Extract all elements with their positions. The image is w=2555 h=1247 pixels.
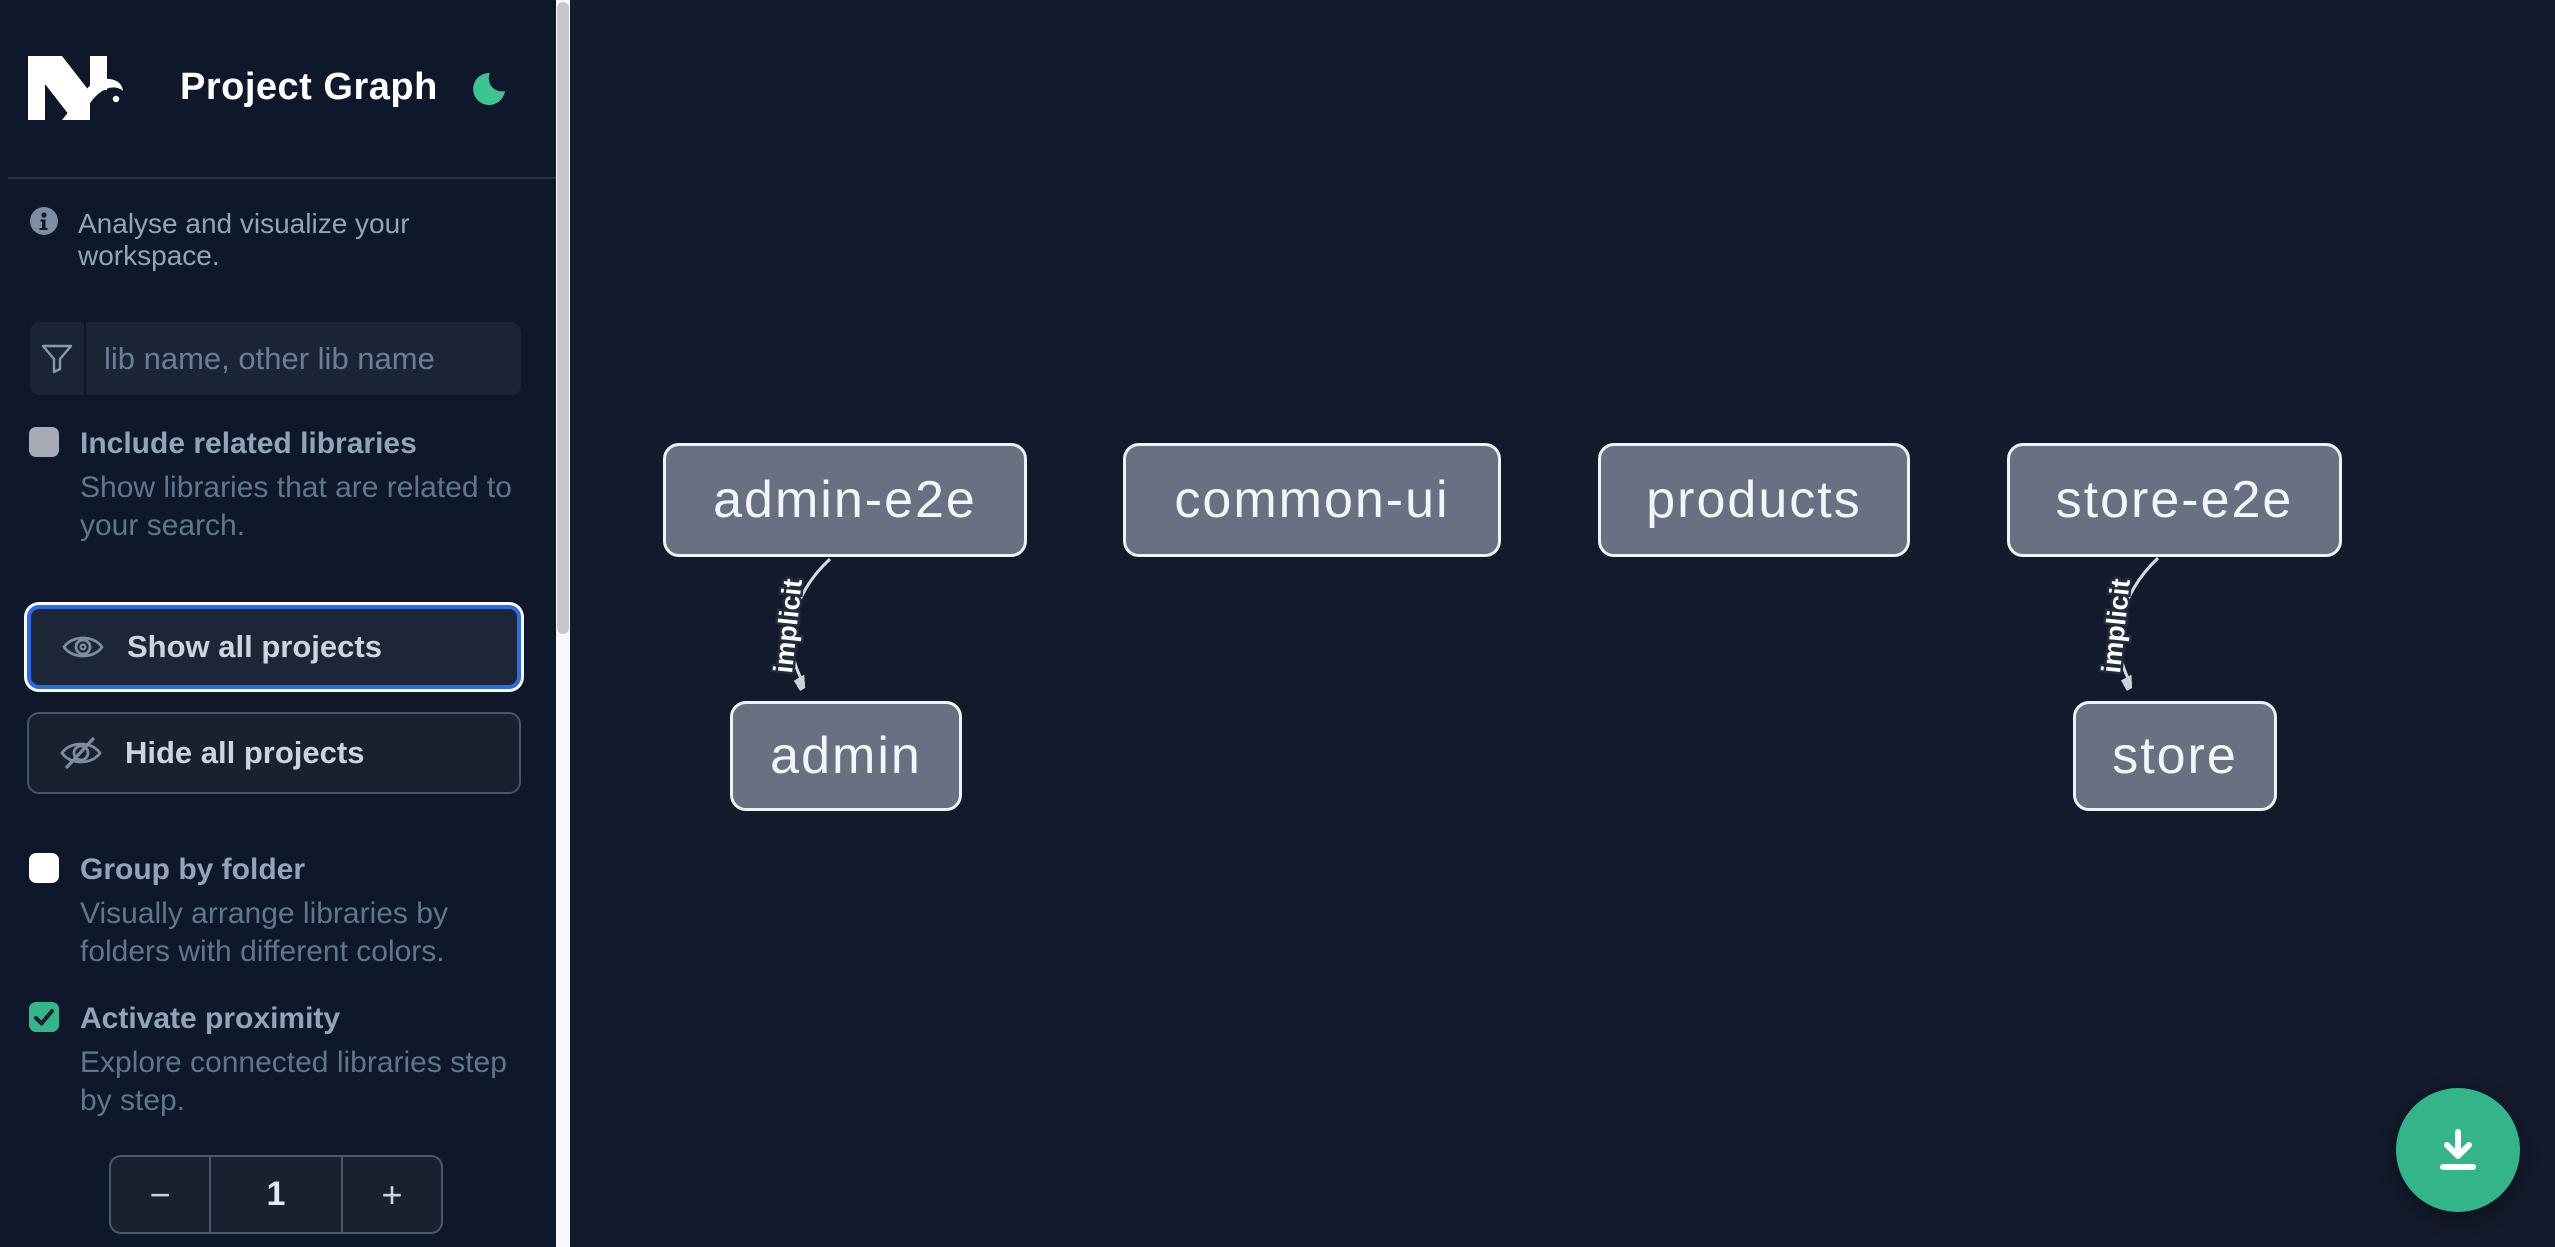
eye-icon bbox=[62, 636, 104, 658]
option-group-by-folder: Group by folder Visually arrange librari… bbox=[29, 853, 529, 971]
funnel-filter-icon bbox=[41, 344, 73, 373]
option-label: Group by folder bbox=[80, 853, 305, 886]
activate-proximity-checkbox[interactable] bbox=[29, 1002, 59, 1032]
option-description: Visually arrange libraries by folders wi… bbox=[80, 897, 448, 968]
include-related-libraries-checkbox[interactable] bbox=[29, 427, 59, 457]
info-icon bbox=[30, 207, 58, 235]
show-all-projects-button[interactable]: Show all projects bbox=[27, 605, 521, 689]
sidebar-scrollbar-thumb[interactable] bbox=[557, 2, 569, 634]
graph-node-admin[interactable]: admin bbox=[730, 701, 962, 811]
project-graph-canvas[interactable] bbox=[570, 0, 2555, 1247]
download-icon bbox=[2440, 1129, 2476, 1170]
graph-node-store-e2e[interactable]: store-e2e bbox=[2007, 443, 2342, 557]
option-label: Include related libraries bbox=[80, 427, 417, 460]
graph-node-common-ui[interactable]: common-ui bbox=[1123, 443, 1501, 557]
hide-all-projects-button[interactable]: Hide all projects bbox=[27, 712, 521, 794]
proximity-depth-value: 1 bbox=[209, 1157, 343, 1232]
option-include-related-libraries: Include related libraries Show libraries… bbox=[29, 427, 529, 545]
header-divider bbox=[8, 177, 556, 179]
sidebar-header: Project Graph bbox=[0, 0, 556, 178]
option-description: Show libraries that are related to your … bbox=[80, 471, 512, 542]
option-label: Activate proximity bbox=[80, 1002, 341, 1035]
nx-logo-icon bbox=[28, 56, 123, 120]
sidebar: Project Graph Analyse and visualize your… bbox=[0, 0, 556, 1247]
page-title: Project Graph bbox=[180, 66, 438, 108]
project-filter-box bbox=[30, 322, 521, 395]
proximity-depth-stepper: − 1 + bbox=[109, 1155, 443, 1234]
group-by-folder-checkbox[interactable] bbox=[29, 853, 59, 883]
option-activate-proximity: Activate proximity Explore connected lib… bbox=[29, 1002, 529, 1120]
show-all-projects-label: Show all projects bbox=[127, 629, 382, 664]
download-graph-button[interactable] bbox=[2396, 1088, 2520, 1212]
filter-icon-cell bbox=[30, 322, 86, 395]
option-description: Explore connected libraries step by step… bbox=[80, 1046, 507, 1117]
decrement-button[interactable]: − bbox=[149, 1173, 171, 1215]
sidebar-scrollbar-track[interactable] bbox=[556, 0, 570, 1247]
checkmark-icon bbox=[34, 1009, 54, 1026]
hide-all-projects-label: Hide all projects bbox=[125, 735, 365, 770]
dark-mode-toggle-moon-icon[interactable] bbox=[468, 70, 508, 110]
graph-node-store[interactable]: store bbox=[2073, 701, 2277, 811]
workspace-tagline-row: Analyse and visualize your workspace. bbox=[30, 206, 530, 271]
eye-off-icon bbox=[60, 737, 102, 769]
graph-node-admin-e2e[interactable]: admin-e2e bbox=[663, 443, 1027, 557]
increment-button[interactable]: + bbox=[381, 1173, 403, 1215]
library-search-input[interactable] bbox=[86, 322, 521, 395]
workspace-tagline: Analyse and visualize your workspace. bbox=[78, 208, 410, 271]
graph-node-products[interactable]: products bbox=[1598, 443, 1910, 557]
